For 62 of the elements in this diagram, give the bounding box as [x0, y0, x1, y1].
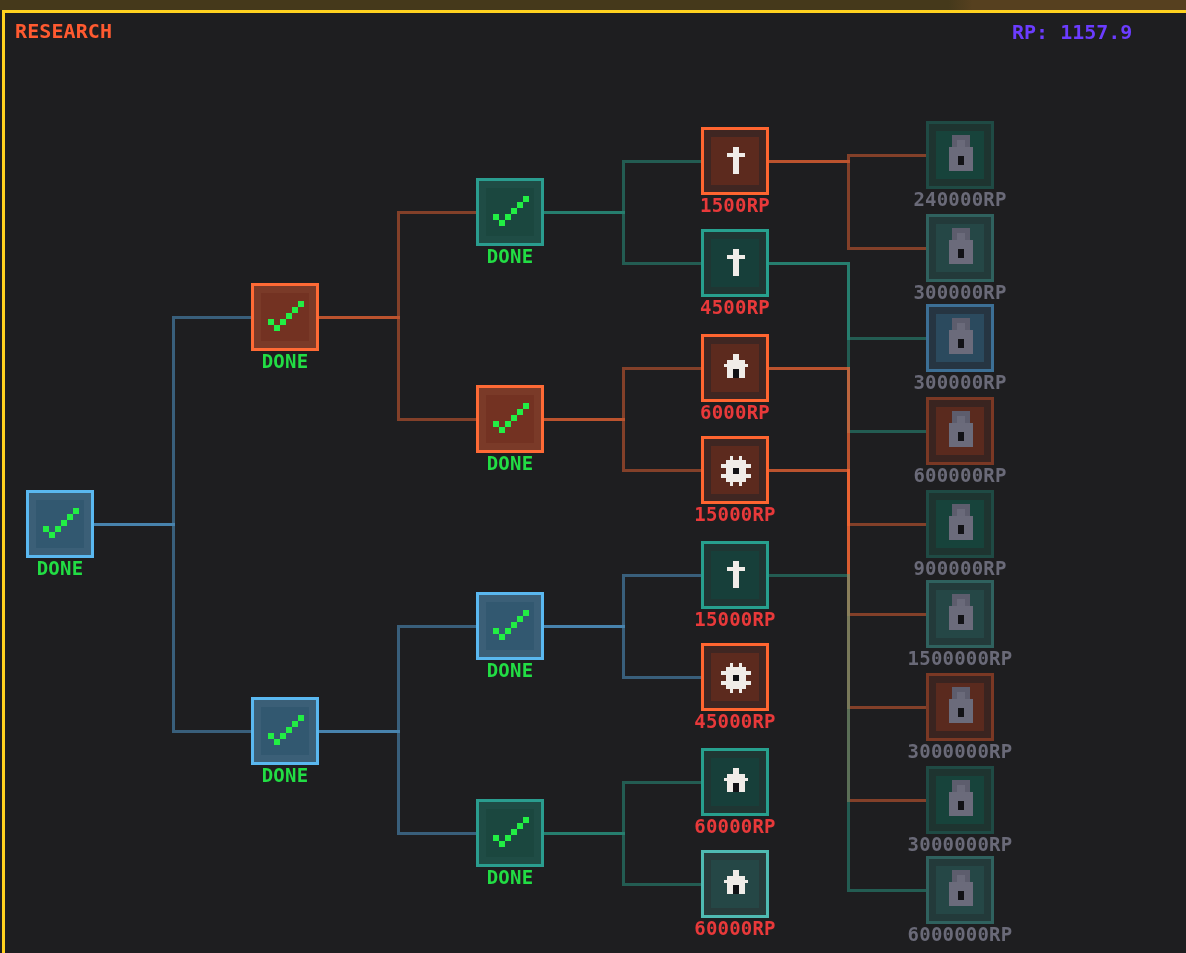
- cost-label: 1500RP: [700, 196, 770, 214]
- cost-label: 3000000RP: [907, 835, 1013, 853]
- research-tile: [926, 304, 994, 372]
- cost-label: 1500000RP: [907, 649, 1013, 667]
- connector-line: [769, 261, 926, 433]
- cost-label: 240000RP: [913, 190, 1007, 208]
- research-tile: [926, 766, 994, 834]
- cost-label: 45000RP: [694, 712, 776, 730]
- research-tile: [926, 856, 994, 924]
- status-label: DONE: [261, 352, 309, 370]
- connector-line: [544, 210, 701, 265]
- cost-label: 6000000RP: [907, 925, 1013, 943]
- connector-line: [769, 468, 926, 802]
- research-tile: [251, 697, 319, 765]
- research-tile: [701, 748, 769, 816]
- cost-label: 4500RP: [700, 298, 770, 316]
- research-tile: [926, 673, 994, 741]
- research-tile: [476, 385, 544, 453]
- research-tile: [926, 121, 994, 189]
- research-tile: [926, 214, 994, 282]
- status-label: DONE: [486, 454, 534, 472]
- research-tile: [701, 541, 769, 609]
- connector-line: [769, 366, 926, 616]
- connector-line: [544, 831, 701, 886]
- research-tile: [926, 490, 994, 558]
- status-label: DONE: [486, 661, 534, 679]
- status-label: DONE: [36, 559, 84, 577]
- cost-label: 900000RP: [913, 559, 1007, 577]
- points-counter: RP: 1157.9: [1012, 21, 1133, 43]
- connector-line: [769, 159, 926, 250]
- research-tile: [701, 643, 769, 711]
- research-tile: [476, 592, 544, 660]
- status-label: DONE: [486, 868, 534, 886]
- cost-label: 300000RP: [913, 373, 1007, 391]
- research-tile: [926, 580, 994, 648]
- research-tile: [701, 334, 769, 402]
- cost-label: 15000RP: [694, 505, 776, 523]
- status-label: DONE: [261, 766, 309, 784]
- connector-line: [319, 315, 476, 421]
- research-tile: [926, 397, 994, 465]
- connector-line: [769, 573, 926, 892]
- research-tile: [701, 436, 769, 504]
- cost-label: 600000RP: [913, 466, 1007, 484]
- cost-label: 6000RP: [700, 403, 770, 421]
- research-tile: [701, 850, 769, 918]
- research-tile: [476, 178, 544, 246]
- research-tile: [251, 283, 319, 351]
- cost-label: 60000RP: [694, 919, 776, 937]
- cost-label: 60000RP: [694, 817, 776, 835]
- research-tile: [701, 229, 769, 297]
- research-tile: [26, 490, 94, 558]
- connector-line: [544, 624, 701, 679]
- research-tile: [701, 127, 769, 195]
- research-tile: [476, 799, 544, 867]
- connector-line: [319, 729, 476, 835]
- cost-label: 300000RP: [913, 283, 1007, 301]
- cost-label: 3000000RP: [907, 742, 1013, 760]
- status-label: DONE: [486, 247, 534, 265]
- connector-line: [544, 417, 701, 472]
- connector-line: [94, 522, 251, 733]
- cost-label: 15000RP: [694, 610, 776, 628]
- panel-title: RESEARCH: [15, 20, 113, 42]
